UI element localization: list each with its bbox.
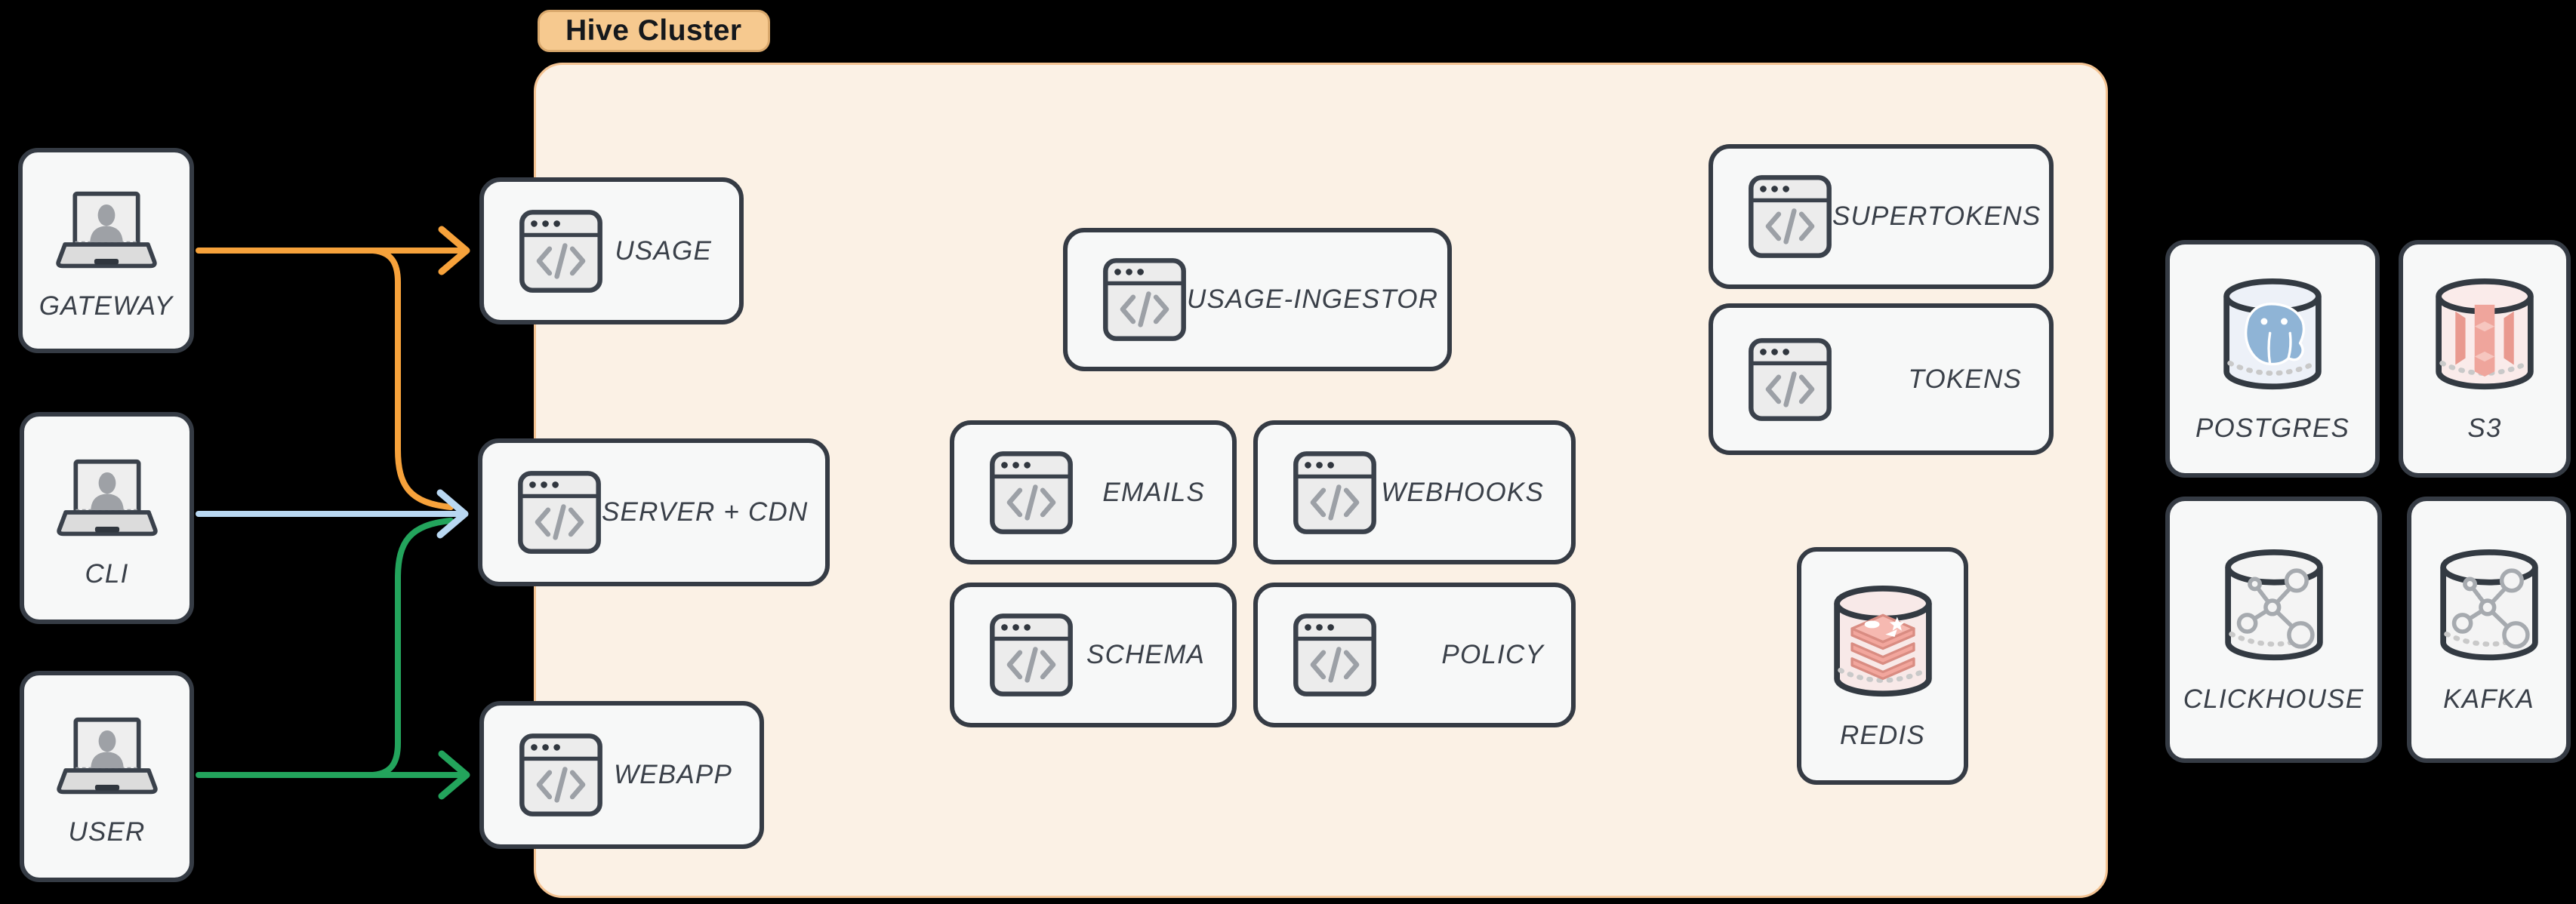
cache-node-redis: REDIS: [1797, 547, 1968, 785]
database-cylinder-icon: [2219, 546, 2329, 671]
browser-code-icon: [989, 613, 1074, 697]
datastore-node-postgres: POSTGRES: [2165, 240, 2380, 478]
browser-code-icon: [989, 450, 1074, 535]
browser-code-icon: [1293, 450, 1377, 535]
datastore-node-s3: S3: [2399, 240, 2571, 478]
service-node-policy: POLICY: [1253, 583, 1576, 727]
actor-label: USER: [68, 817, 146, 847]
laptop-user-icon: [49, 190, 164, 272]
service-label: USAGE-INGESTOR: [1187, 284, 1439, 314]
edge-user-webapp-arrowhead: [438, 750, 470, 800]
service-node-usage: USAGE: [479, 177, 744, 324]
service-node-webhooks: WEBHOOKS: [1253, 420, 1576, 564]
actor-node-user: USER: [20, 671, 194, 882]
service-label: SCHEMA: [1086, 640, 1205, 669]
postgres-logo-icon: [2246, 303, 2304, 364]
service-label: WEBAPP: [614, 760, 732, 789]
datastore-node-kafka: KAFKA: [2407, 497, 2571, 763]
service-node-tokens: TOKENS: [1709, 303, 2054, 455]
database-cylinder-icon: [2434, 546, 2544, 671]
service-label: SERVER + CDN: [602, 497, 809, 527]
service-node-schema: SCHEMA: [950, 583, 1237, 727]
service-node-supertokens: SUPERTOKENS: [1709, 144, 2054, 289]
edge-gateway-usage-arrowhead: [438, 226, 470, 275]
browser-code-icon: [1748, 337, 1832, 422]
database-cylinder-icon: [2217, 275, 2328, 400]
database-cylinder-icon: [1828, 582, 1938, 707]
service-label: SUPERTOKENS: [1832, 201, 2041, 231]
hive-cluster-badge: Hive Cluster: [538, 10, 770, 52]
actor-label: GATEWAY: [39, 291, 174, 321]
datastore-node-clickhouse: CLICKHOUSE: [2165, 497, 2382, 763]
service-node-emails: EMAILS: [950, 420, 1237, 564]
edge-user-server: [370, 518, 454, 778]
service-label: POLICY: [1441, 640, 1544, 669]
service-node-server-cdn: SERVER + CDN: [478, 438, 830, 586]
datastore-label: CLICKHOUSE: [2183, 684, 2365, 714]
edge-cli-server-arrowhead: [436, 489, 469, 539]
laptop-user-icon: [50, 458, 165, 540]
browser-code-icon: [519, 733, 603, 817]
browser-code-icon: [1102, 257, 1187, 342]
browser-code-icon: [517, 470, 602, 555]
hive-cluster-label: Hive Cluster: [565, 14, 742, 47]
browser-code-icon: [1293, 613, 1377, 697]
service-label: WEBHOOKS: [1381, 477, 1544, 507]
datastore-label: S3: [2467, 413, 2502, 443]
edge-gateway-server: [370, 248, 454, 510]
datastore-label: POSTGRES: [2195, 413, 2350, 443]
service-label: USAGE: [615, 235, 712, 266]
actor-node-cli: CLI: [20, 412, 194, 624]
service-node-usage-ingestor: USAGE-INGESTOR: [1063, 228, 1452, 371]
datastore-label: KAFKA: [2443, 684, 2534, 714]
service-node-webapp: WEBAPP: [479, 701, 764, 849]
service-label: EMAILS: [1102, 477, 1205, 507]
browser-code-icon: [519, 209, 603, 294]
actor-label: CLI: [85, 558, 129, 589]
service-label: TOKENS: [1908, 364, 2022, 394]
cache-label: REDIS: [1840, 720, 1925, 750]
database-cylinder-icon: [2430, 275, 2540, 400]
browser-code-icon: [1748, 174, 1832, 259]
actor-node-gateway: GATEWAY: [18, 148, 194, 353]
laptop-user-icon: [50, 716, 165, 798]
